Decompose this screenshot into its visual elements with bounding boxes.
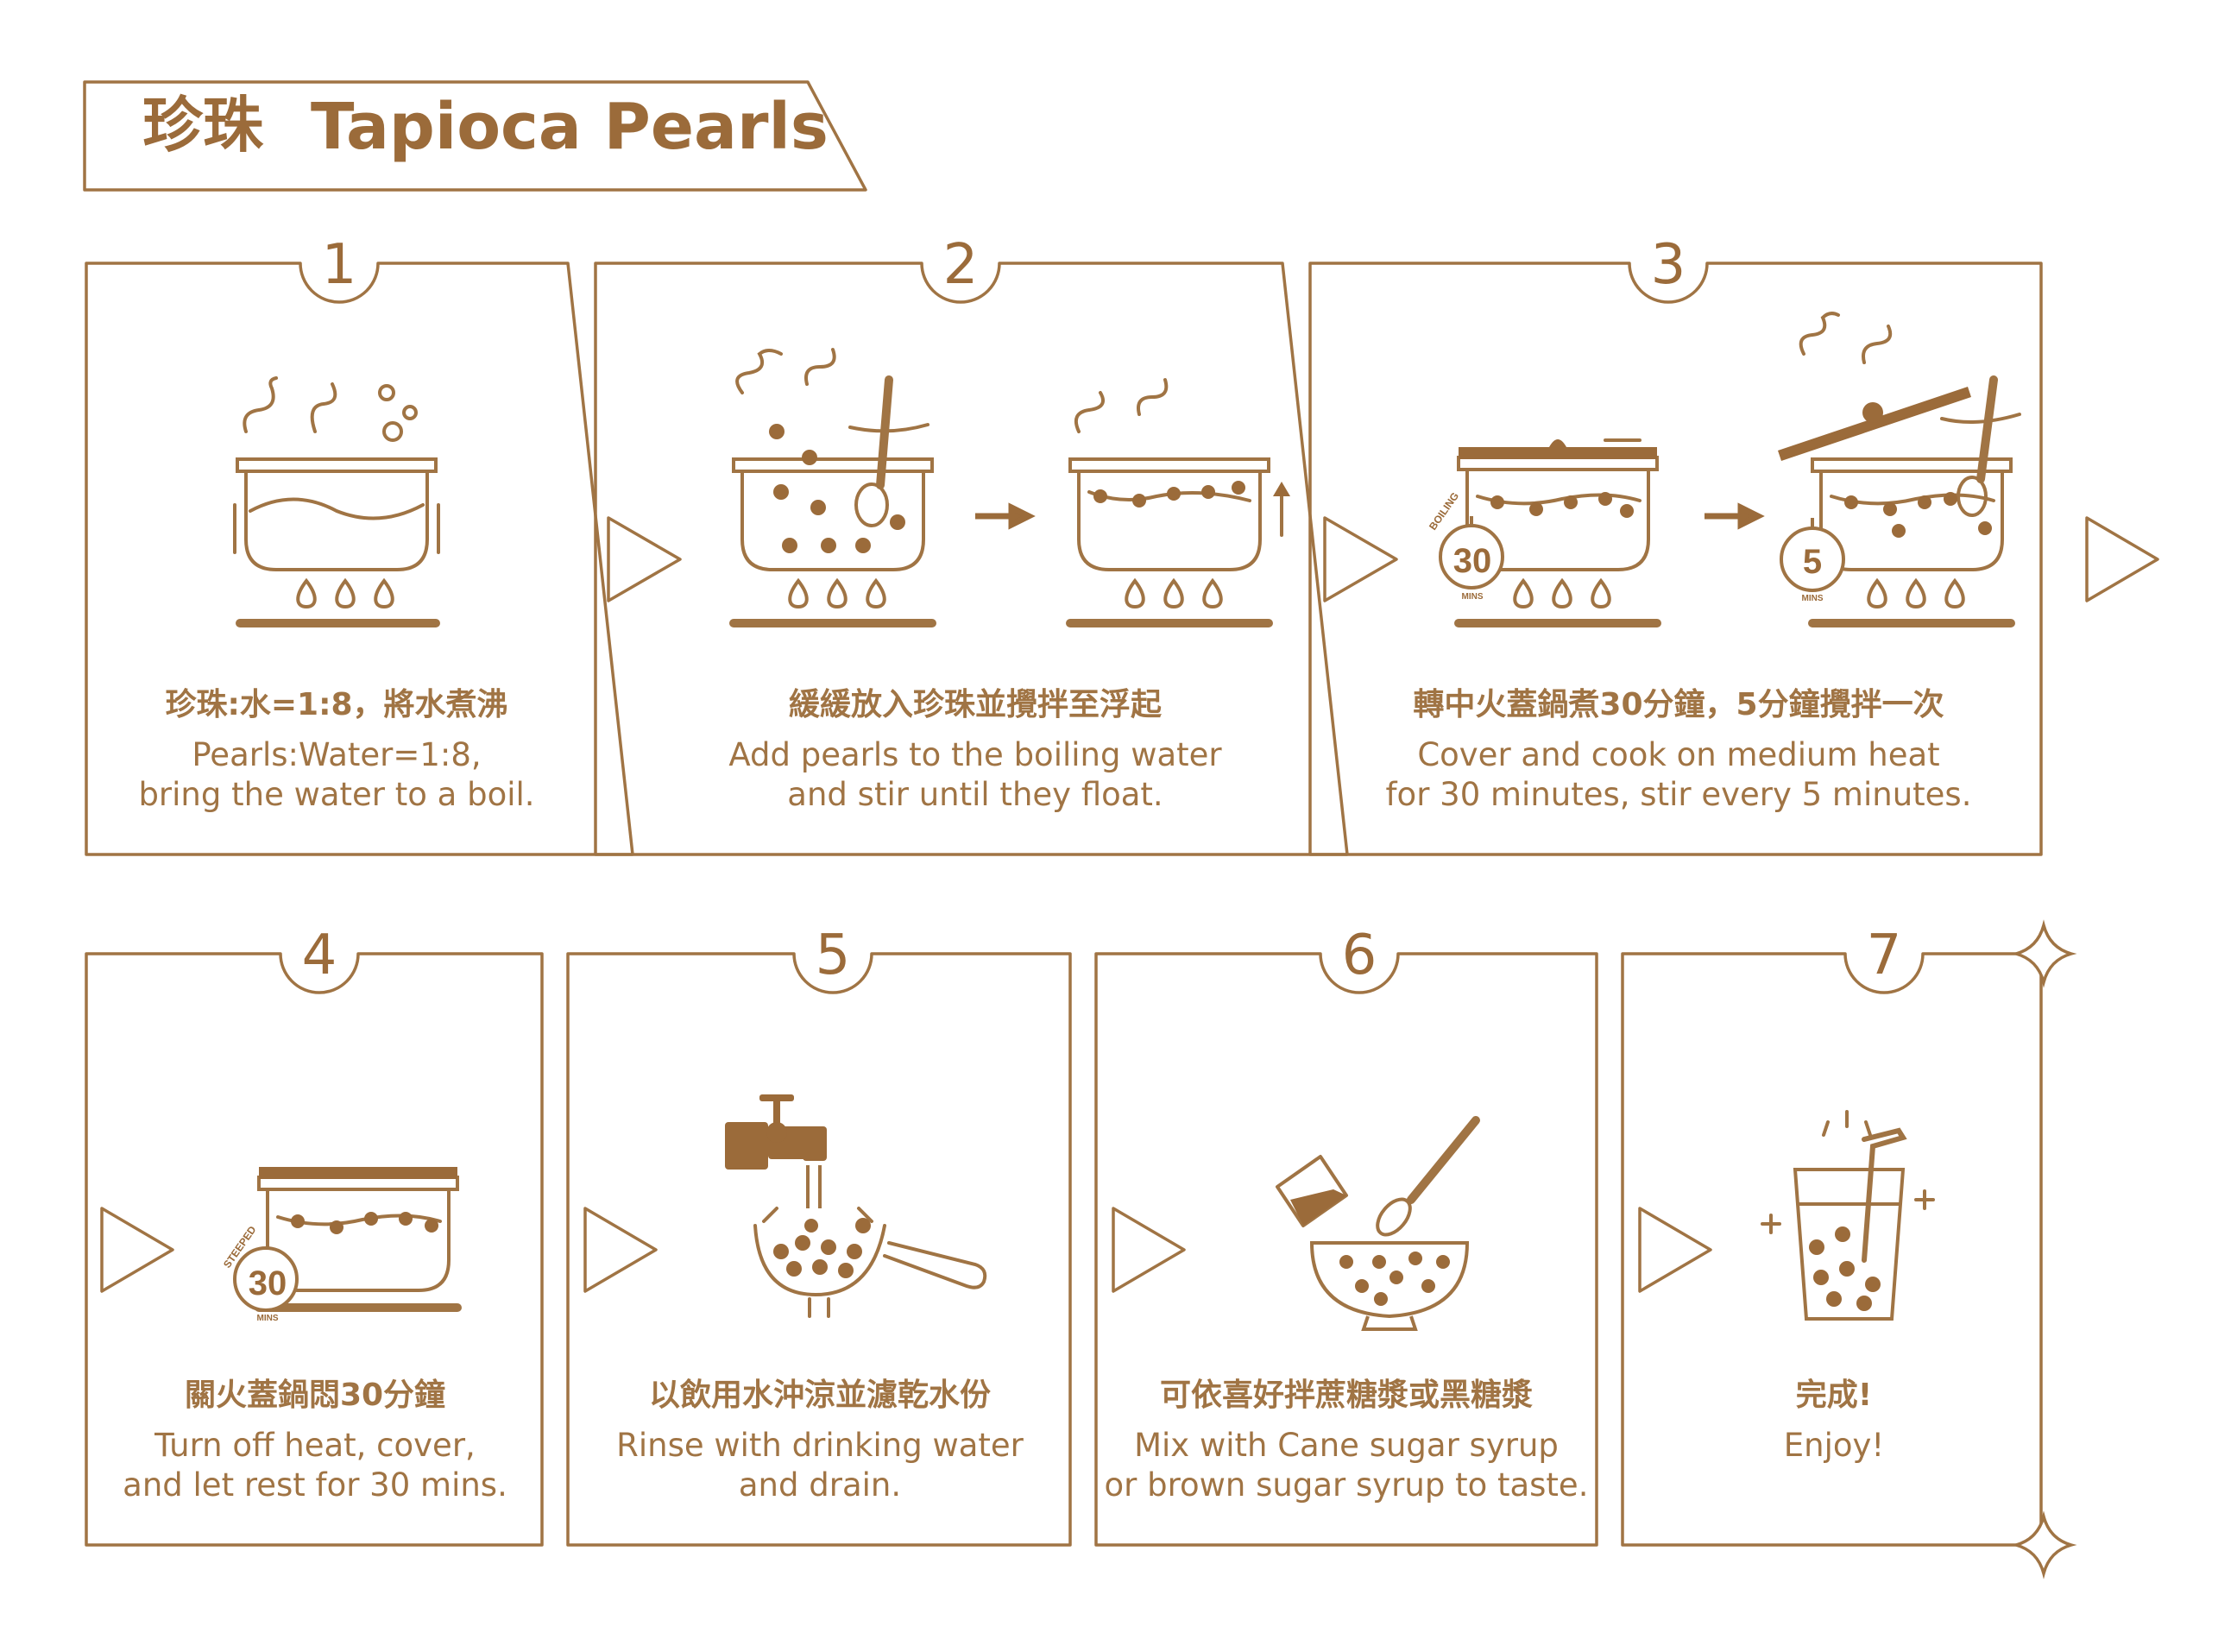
panel-4 <box>85 952 544 1547</box>
timer-stir-value: 5 <box>1803 543 1822 581</box>
water-stream <box>806 1165 822 1208</box>
step-number: 2 <box>942 233 979 297</box>
arrow-7 <box>1638 1207 1712 1293</box>
caption-zh: 可依喜好拌蔗糖漿或黑糖漿 <box>1159 1378 1533 1413</box>
caption-en-line2: and stir until they float. <box>787 776 1163 814</box>
panel-5 <box>566 952 1072 1547</box>
step-caption-5: 以飲用水沖涼並濾乾水份 Rinse with drinking water an… <box>574 1377 1066 1506</box>
caption-en-line2: and drain. <box>738 1466 902 1504</box>
pot-stirring-icon <box>729 348 936 627</box>
caption-zh: 緩緩放入珍珠並攪拌至浮起 <box>788 687 1162 722</box>
page-title-zh: 珍珠 <box>142 90 263 161</box>
bubble-tea-icon <box>1761 1110 1935 1321</box>
step-number: 4 <box>301 924 337 987</box>
caption-en-line1: Rinse with drinking water <box>616 1427 1024 1465</box>
caption-en-line2: for 30 minutes, stir every 5 minutes. <box>1385 776 1972 814</box>
step-caption-2: 緩緩放入珍珠並攪拌至浮起 Add pearls to the boiling w… <box>665 686 1286 816</box>
caption-en-line2: or brown sugar syrup to taste. <box>1104 1466 1589 1504</box>
caption-en-line1: Pearls:Water=1:8, <box>192 736 482 774</box>
panel-7 <box>1621 952 2043 1547</box>
rise-arrow-icon <box>1273 482 1290 496</box>
arrow-6 <box>1112 1207 1186 1293</box>
mixing-bowl-icon <box>1309 1241 1470 1331</box>
caption-zh: 以飲用水沖涼並濾乾水份 <box>648 1378 991 1413</box>
timer-steeped-value: 30 <box>249 1264 287 1302</box>
page-title-en: Tapioca Pearls <box>311 90 829 164</box>
timer-steeped-icon <box>233 1246 299 1312</box>
timer-stir-icon <box>1780 518 1845 592</box>
timer-boiling-icon <box>1439 516 1504 590</box>
caption-en-line1: Add pearls to the boiling water <box>728 736 1222 774</box>
caption-zh: 珍珠:水=1:8，將水煮沸 <box>165 687 508 722</box>
step-caption-3: 轉中火蓋鍋煮30分鐘，5分鐘攪拌一次 Cover and cook on med… <box>1333 686 2024 816</box>
timer-stir-unit: MINS <box>1802 594 1824 603</box>
arrow-2 <box>1323 516 1398 602</box>
panel-1 <box>85 262 634 856</box>
panel-2 <box>594 262 1349 856</box>
step-caption-4: 關火蓋鍋悶30分鐘 Turn off heat, cover, and let … <box>95 1377 535 1506</box>
caption-zh: 關火蓋鍋悶30分鐘 <box>184 1378 446 1413</box>
step-caption-1: 珍珠:水=1:8，將水煮沸 Pearls:Water=1:8, bring th… <box>95 686 578 816</box>
arrow-1 <box>607 516 682 602</box>
arrow-5 <box>583 1207 658 1293</box>
star-decoration <box>2010 1510 2077 1579</box>
step-number: 6 <box>1341 924 1377 987</box>
timer-boiling-value: 30 <box>1453 542 1492 580</box>
timer-boiling-unit: MINS <box>1462 592 1484 602</box>
step-caption-7: 完成! Enjoy! <box>1631 1377 2037 1466</box>
arrow-right-icon <box>1705 502 1765 530</box>
caption-en-line2: and let rest for 30 mins. <box>123 1466 507 1504</box>
strainer-icon <box>753 1207 987 1318</box>
step-number: 5 <box>815 924 851 987</box>
panel-3 <box>1308 262 2043 856</box>
caption-en-line2: bring the water to a boil. <box>138 776 535 814</box>
pot-floating-icon <box>1066 378 1283 627</box>
caption-en-line1: Turn off heat, cover, <box>154 1427 476 1465</box>
caption-zh: 完成! <box>1795 1378 1873 1413</box>
timer-steeped-unit: MINS <box>257 1314 279 1323</box>
arrow-3 <box>2085 516 2159 602</box>
faucet-icon <box>725 1094 827 1170</box>
step-number: 7 <box>1866 924 1902 987</box>
spoon-icon <box>1376 1116 1480 1237</box>
panel-6 <box>1094 952 1598 1547</box>
caption-en-line1: Enjoy! <box>1783 1427 1885 1465</box>
caption-en-line1: Cover and cook on medium heat <box>1417 736 1940 774</box>
pot-boiling-icon <box>233 376 440 627</box>
step-number: 3 <box>1650 233 1686 297</box>
arrow-4 <box>100 1207 174 1293</box>
step-number: 1 <box>321 233 357 297</box>
star-decoration <box>2010 919 2077 988</box>
caption-en-line1: Mix with Cane sugar syrup <box>1134 1427 1559 1465</box>
caption-zh: 轉中火蓋鍋煮30分鐘，5分鐘攪拌一次 <box>1413 687 1944 722</box>
title-banner <box>83 80 867 192</box>
timer-boiling-label: BOILING <box>1427 490 1461 533</box>
arrow-right-icon <box>975 502 1036 530</box>
step-caption-6: 可依喜好拌蔗糖漿或黑糖漿 Mix with Cane sugar syrup o… <box>1100 1377 1592 1506</box>
